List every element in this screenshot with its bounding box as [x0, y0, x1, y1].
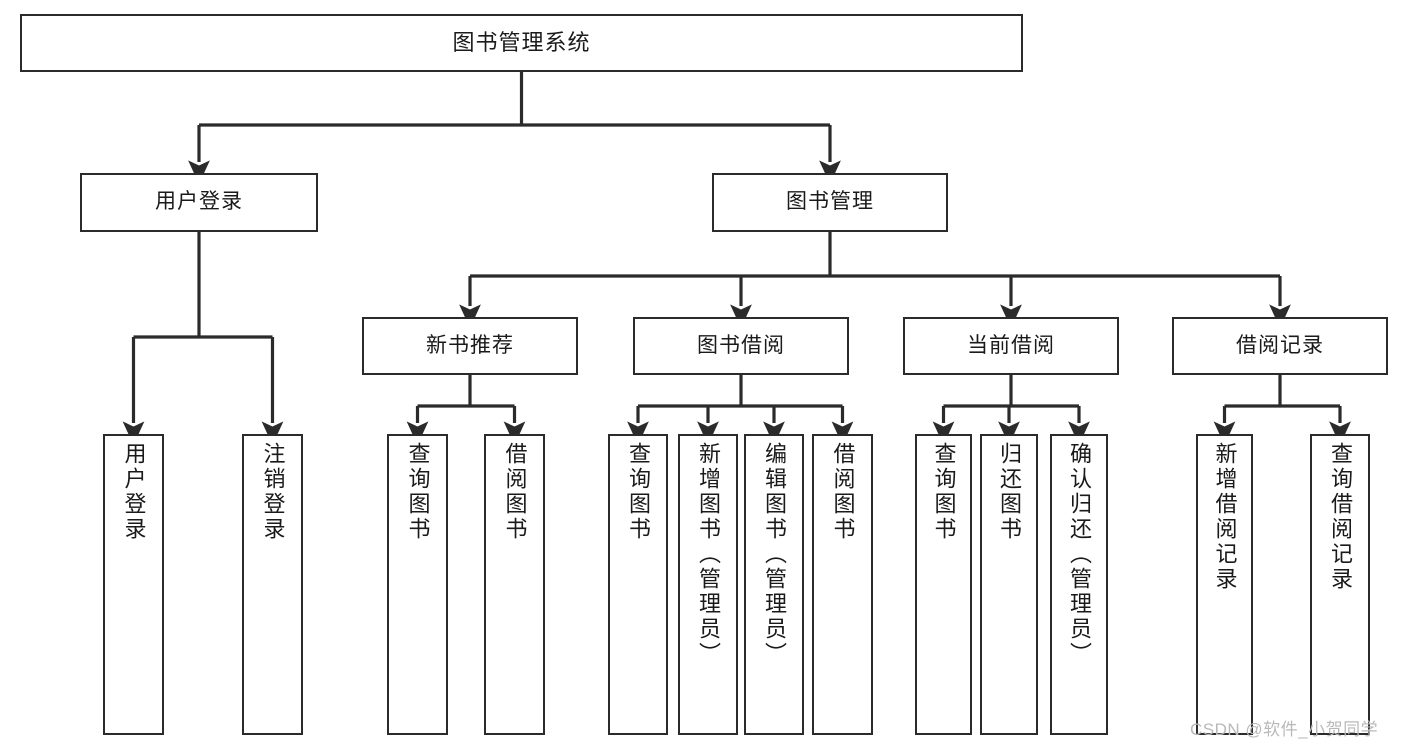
node-label: 图书管理系统 [452, 30, 591, 56]
node-leaf-add-rec[interactable]: 新增借阅记录 [1196, 434, 1253, 735]
node-label: 新增借阅记录 [1212, 442, 1238, 592]
node-label: 当前借阅 [967, 333, 1055, 357]
node-label: 归还图书 [996, 442, 1022, 542]
node-leaf-add-book[interactable]: 新增图书（管理员） [678, 434, 738, 735]
node-leaf-return[interactable]: 归还图书 [980, 434, 1038, 735]
node-label: 用户登录 [121, 442, 147, 542]
node-leaf-user-login[interactable]: 用户登录 [103, 434, 164, 735]
node-leaf-query-1[interactable]: 查询图书 [387, 434, 448, 735]
node-label: 借阅图书 [830, 442, 856, 542]
node-current-borrow[interactable]: 当前借阅 [903, 317, 1119, 375]
node-new-book-rec[interactable]: 新书推荐 [362, 317, 578, 375]
node-label: 新增图书（管理员） [695, 442, 721, 667]
node-label: 注销登录 [260, 442, 286, 542]
node-leaf-query-2[interactable]: 查询图书 [608, 434, 668, 735]
node-borrow-record[interactable]: 借阅记录 [1172, 317, 1388, 375]
node-label: 新书推荐 [426, 333, 514, 357]
node-leaf-confirm[interactable]: 确认归还（管理员） [1050, 434, 1108, 735]
node-label: 借阅记录 [1236, 333, 1324, 357]
node-label: 查询图书 [405, 442, 431, 542]
node-user-login[interactable]: 用户登录 [80, 173, 318, 232]
node-label: 用户登录 [155, 190, 243, 214]
node-label: 查询图书 [625, 442, 651, 542]
node-label: 借阅图书 [502, 442, 528, 542]
node-leaf-query-rec[interactable]: 查询借阅记录 [1310, 434, 1370, 735]
watermark-label: CSDN @软件_小贺同学 [1190, 720, 1379, 739]
node-label: 查询图书 [931, 442, 957, 542]
node-label: 确认归还（管理员） [1066, 442, 1092, 667]
node-root[interactable]: 图书管理系统 [20, 14, 1023, 72]
node-leaf-borrow-2[interactable]: 借阅图书 [812, 434, 873, 735]
node-leaf-borrow-1[interactable]: 借阅图书 [484, 434, 545, 735]
node-book-manage[interactable]: 图书管理 [712, 173, 948, 232]
node-label: 编辑图书（管理员） [761, 442, 787, 667]
node-label: 图书借阅 [697, 333, 785, 357]
node-leaf-edit-book[interactable]: 编辑图书（管理员） [744, 434, 804, 735]
node-label: 查询借阅记录 [1327, 442, 1353, 592]
node-leaf-logout[interactable]: 注销登录 [242, 434, 303, 735]
node-leaf-query-3[interactable]: 查询图书 [915, 434, 972, 735]
node-label: 图书管理 [786, 190, 874, 214]
node-book-borrow[interactable]: 图书借阅 [633, 317, 849, 375]
